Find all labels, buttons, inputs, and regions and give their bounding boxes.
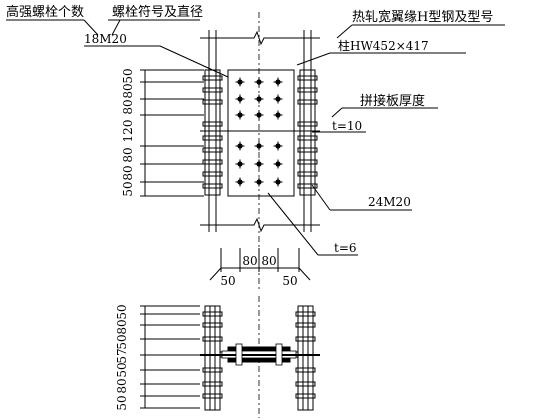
left-flange-bolts [202, 75, 223, 189]
top-leaders: 高强螺栓个数 螺栓符号及直径 18M20 热轧宽翼缘H型钢及型号 柱HW452×… [6, 4, 505, 256]
dim-h-1: 50 [220, 274, 235, 288]
label-web-plate-t: t=6 [334, 241, 357, 255]
section-dimension-chain: 50 80 50 57 50 80 50 [115, 304, 200, 411]
bottom-dimension-chain: 50 80 80 50 [209, 248, 311, 288]
dim-v-1: 50 [121, 68, 135, 83]
sec-dim-2: 80 [115, 319, 129, 334]
dim-v-3: 80 [121, 99, 135, 114]
label-flange-bolts: 18M20 [84, 32, 127, 46]
sec-dim-3: 50 [115, 334, 129, 349]
dim-v-4: 120 [121, 120, 135, 143]
sec-dim-6: 80 [115, 378, 129, 393]
dim-h-2: 80 [242, 254, 257, 268]
label-bolt-symbol: 螺栓符号及直径 [112, 4, 203, 20]
label-flange-plate-t: t=10 [332, 119, 362, 133]
sec-dim-5: 50 [115, 362, 129, 377]
web-splice-plate [227, 69, 295, 197]
elevation-view [200, 12, 320, 290]
label-steel-section: 热轧宽翼缘H型钢及型号 [352, 9, 493, 25]
sec-dim-7: 50 [115, 395, 129, 410]
section-left-bolts [202, 311, 223, 399]
dim-h-3: 80 [261, 254, 276, 268]
label-bolt-count: 高强螺栓个数 [6, 4, 84, 20]
label-web-bolts: 24M20 [368, 195, 411, 209]
dim-v-7: 50 [121, 181, 135, 196]
label-column-section: 柱HW452×417 [338, 38, 429, 53]
right-flange-bolts [297, 75, 318, 189]
section-right-bolts [295, 311, 316, 399]
left-dimension-chain: 50 80 80 120 80 80 50 [121, 68, 204, 197]
section-view [200, 296, 320, 418]
dim-v-2: 80 [121, 83, 135, 98]
sec-dim-1: 50 [115, 304, 129, 319]
dim-h-4: 50 [282, 274, 297, 288]
sec-dim-4: 57 [115, 348, 129, 363]
label-splice-plate: 拼接板厚度 [360, 93, 425, 109]
dim-v-6: 80 [121, 165, 135, 180]
dim-v-5: 80 [121, 147, 135, 162]
